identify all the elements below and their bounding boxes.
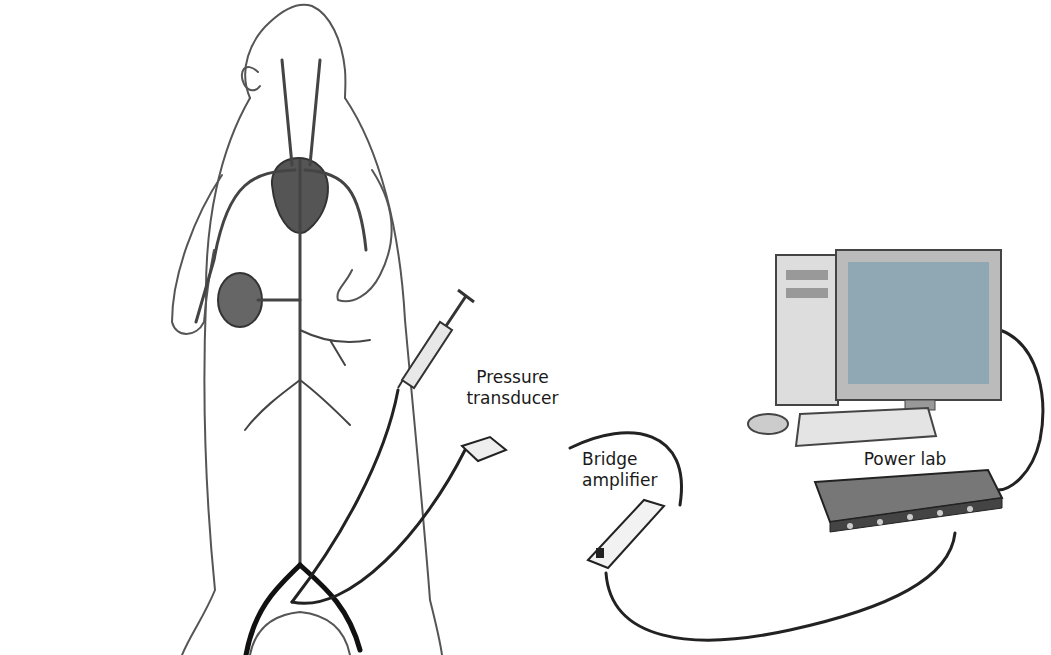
splenic-artery xyxy=(258,299,300,302)
syringe-barrel xyxy=(402,322,452,388)
signal-cable xyxy=(606,533,955,640)
usb-cable xyxy=(998,330,1043,490)
monitor-screen xyxy=(848,262,989,384)
drive-bay xyxy=(786,270,828,280)
bridge-amplifier: Bridge amplifier xyxy=(578,447,680,573)
signal-cable xyxy=(570,433,682,505)
syringe-plunger xyxy=(446,290,474,326)
power-lab-device xyxy=(815,470,1002,532)
carotid-artery xyxy=(282,60,292,165)
device-label: Bridge amplifier xyxy=(578,447,680,494)
subclavian-artery xyxy=(305,170,366,250)
knob xyxy=(907,514,913,520)
device-label: Power lab xyxy=(805,447,1005,472)
transducer-body xyxy=(462,437,506,461)
rat-left-side xyxy=(182,98,250,655)
rat-organs xyxy=(218,158,328,327)
catheter-tube xyxy=(292,450,465,603)
iliac-artery xyxy=(246,565,300,655)
blood-vessels xyxy=(196,60,370,655)
rat-right-side xyxy=(345,98,442,655)
knob xyxy=(937,510,943,516)
knob xyxy=(967,506,973,512)
rat-outline xyxy=(172,5,442,655)
rat-crotch xyxy=(250,612,350,655)
keyboard xyxy=(796,408,936,446)
pc-tower xyxy=(776,255,838,405)
knob xyxy=(847,523,853,529)
rat-head xyxy=(245,5,345,98)
mouse xyxy=(748,414,788,434)
power-lab: Power lab xyxy=(805,447,1005,533)
syringe xyxy=(398,290,474,388)
amplifier-socket xyxy=(596,548,604,558)
amplifier-body xyxy=(588,500,664,568)
spleen xyxy=(218,273,262,327)
knob xyxy=(877,519,883,525)
carotid-artery xyxy=(310,60,320,165)
pressure-transducer: Pressure transducer xyxy=(455,365,570,465)
bridge-amplifier-device xyxy=(588,500,664,568)
branch-artery xyxy=(245,330,370,430)
computer xyxy=(748,250,1001,446)
monitor xyxy=(836,250,1001,400)
pressure-transducer-device xyxy=(462,437,506,461)
drive-bay xyxy=(786,288,828,298)
rat-ear xyxy=(242,67,260,90)
aorta xyxy=(299,160,302,565)
device-label: Pressure transducer xyxy=(455,365,570,412)
catheter-tube xyxy=(292,390,398,602)
powerlab-front xyxy=(830,498,1002,532)
